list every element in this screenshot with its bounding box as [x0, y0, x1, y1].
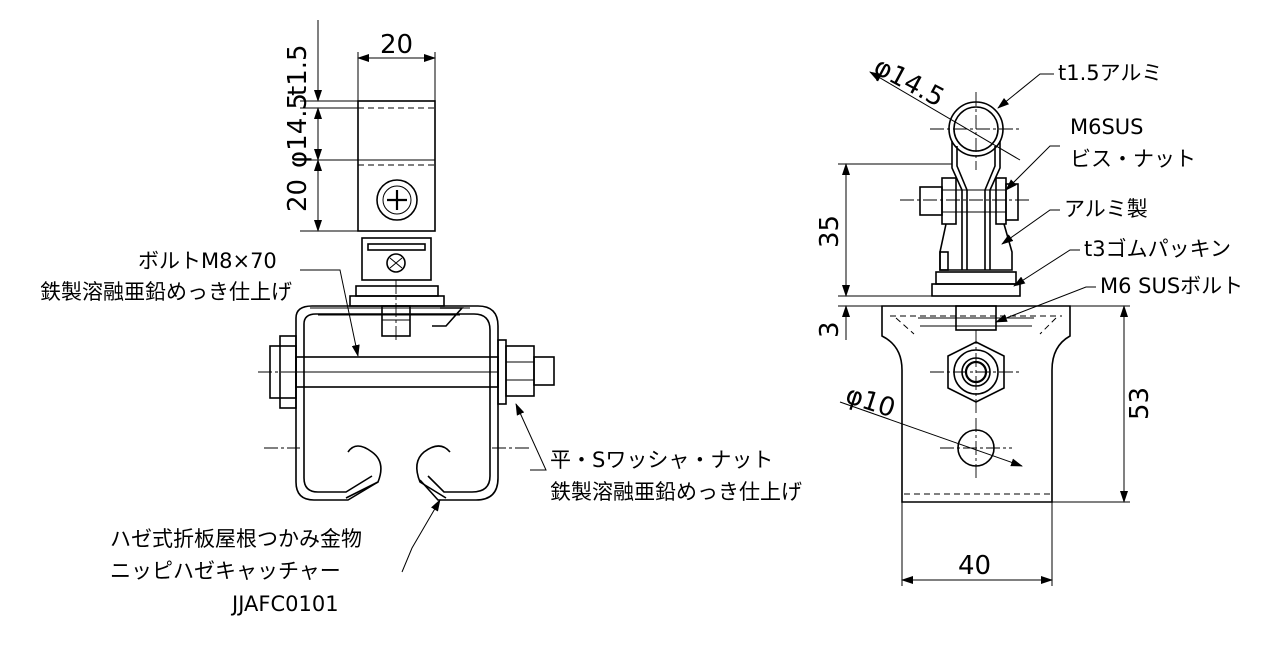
- front-dimensions: [838, 71, 1130, 586]
- label-product-series: ニッピハゼキャッチャー: [110, 559, 341, 583]
- label-bolt-finish: 鉄製溶融亜鉛めっき仕上げ: [40, 280, 292, 304]
- dim-width-40: 40: [958, 551, 991, 581]
- dim-height-3: 3: [815, 321, 845, 338]
- label-washer-finish: 鉄製溶融亜鉛めっき仕上げ: [550, 480, 802, 504]
- dim-width-20: 20: [380, 30, 413, 60]
- screw-head-icon: [376, 179, 418, 221]
- leader-lines: [300, 73, 1096, 573]
- dim-t15: t1.5: [283, 44, 313, 96]
- label-m6sus: M6SUS: [1070, 115, 1144, 139]
- label-bolt-spec: ボルトM8×70: [138, 249, 277, 273]
- side-dimensions: [300, 20, 436, 232]
- label-product-code: JJAFC0101: [230, 592, 339, 616]
- dim-dia145-side: φ14.5: [283, 93, 313, 168]
- dim-height-20: 20: [283, 179, 313, 212]
- label-screw-nut: ビス・ナット: [1070, 147, 1196, 171]
- dim-dia145-front: φ14.5: [869, 52, 949, 114]
- label-washer-spec: 平・Sワッシャ・ナット: [550, 448, 773, 472]
- side-view: [258, 100, 555, 501]
- dim-height-53: 53: [1125, 387, 1155, 420]
- dim-dia10: φ10: [842, 380, 899, 424]
- label-product-name: ハゼ式折板屋根つかみ金物: [110, 527, 362, 551]
- label-m6-bolt: M6 SUSボルト: [1100, 274, 1243, 298]
- label-alu-t15: t1.5アルミ: [1058, 61, 1162, 85]
- label-alu-made: アルミ製: [1064, 197, 1148, 221]
- dim-height-35: 35: [815, 215, 845, 248]
- label-rubber-packing: t3ゴムパッキン: [1084, 237, 1231, 261]
